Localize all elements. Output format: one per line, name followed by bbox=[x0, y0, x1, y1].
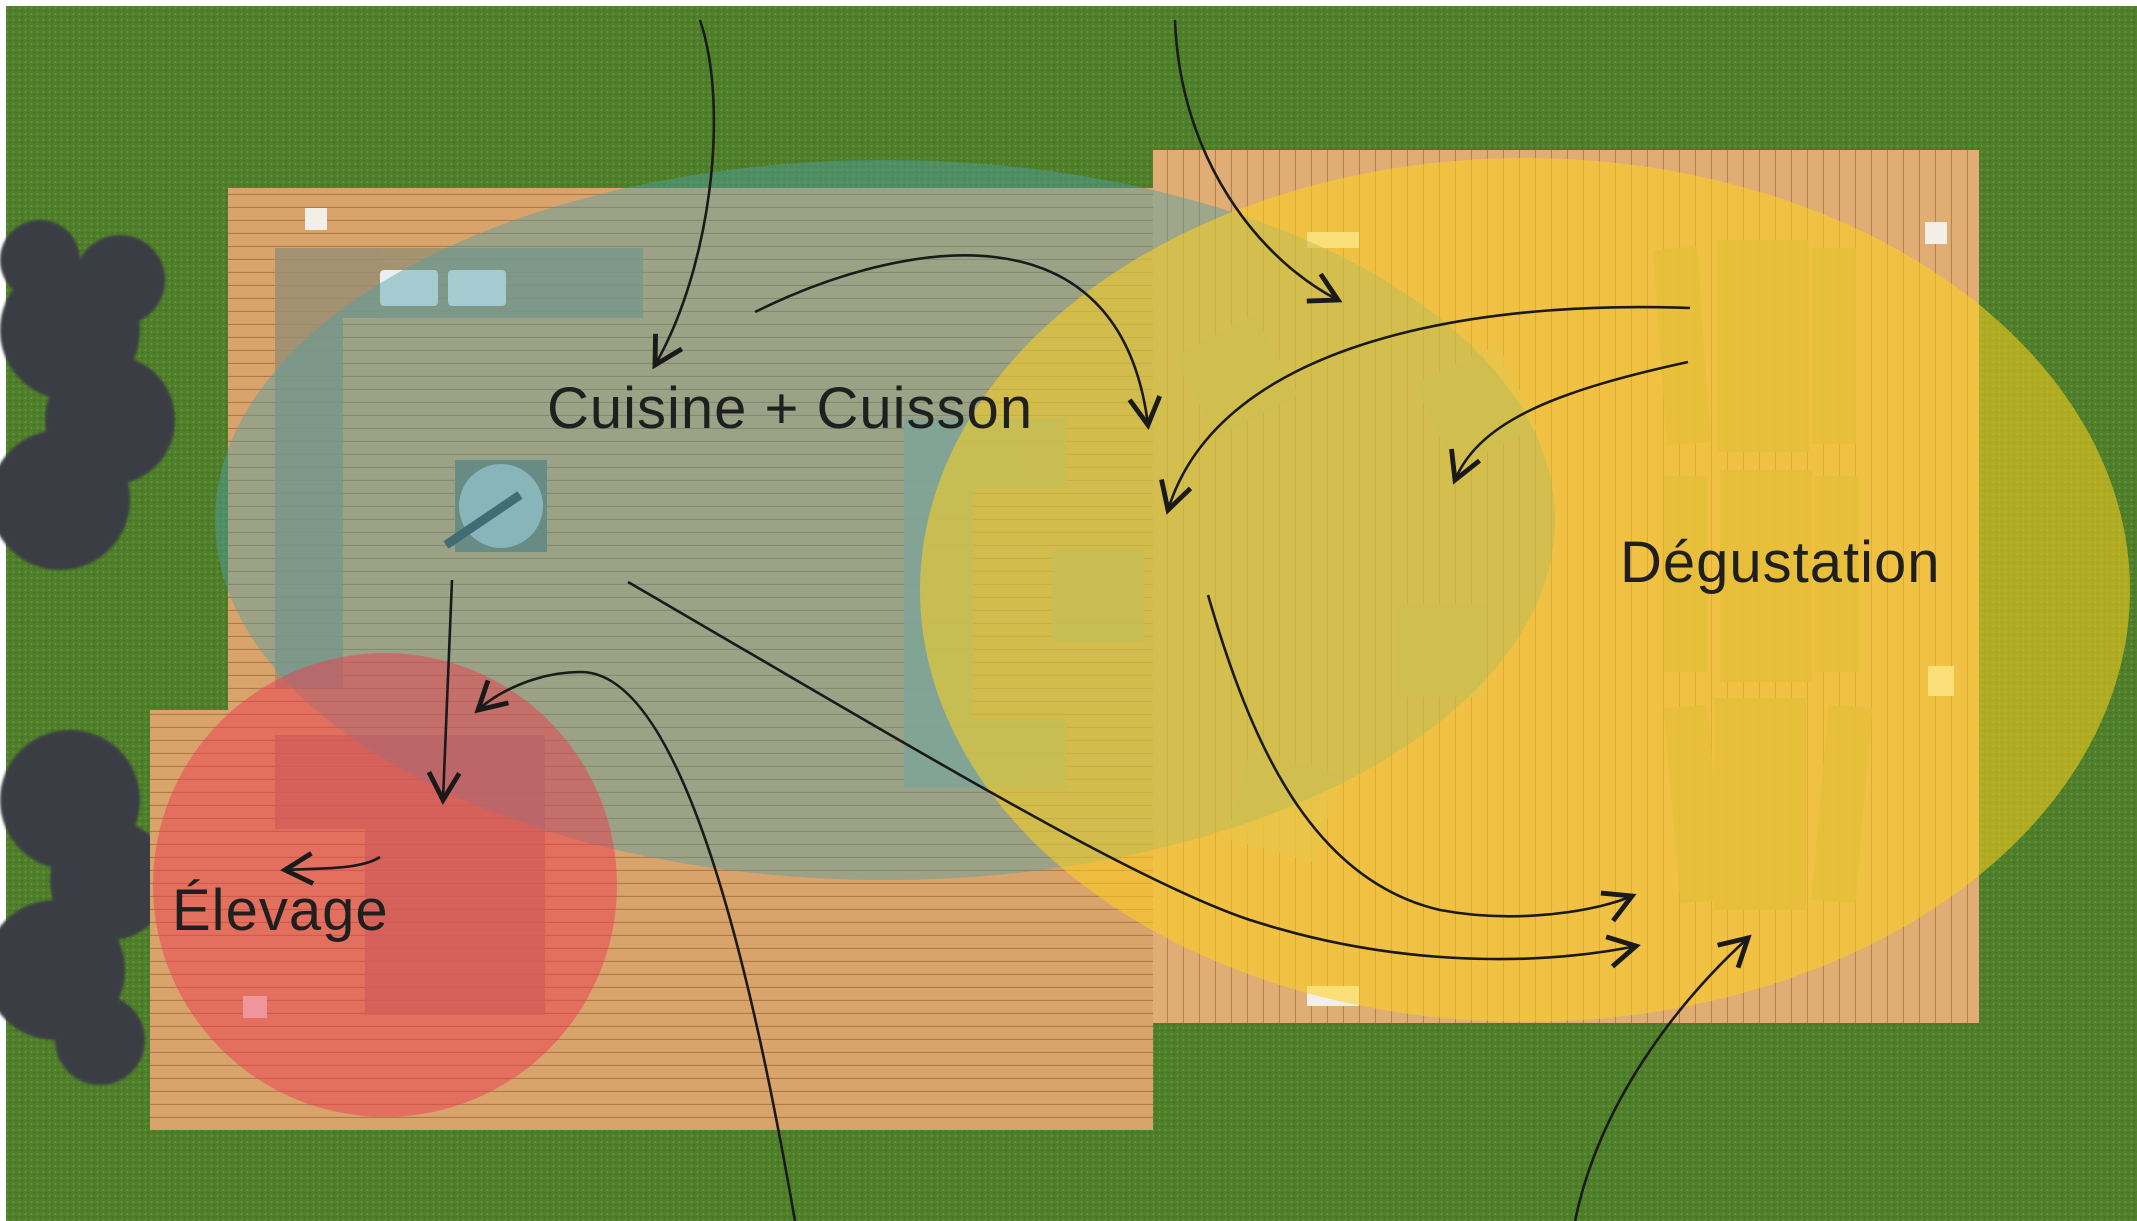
sink-icon bbox=[380, 270, 506, 306]
arrow-cuisine-to-lounge bbox=[754, 254, 1162, 430]
zone-label-degustation: Dégustation bbox=[1620, 530, 1941, 595]
zone-degustation-area bbox=[920, 158, 2130, 1022]
zone-label-cuisine: Cuisine + Cuisson bbox=[547, 376, 1033, 441]
tree-icon bbox=[0, 730, 170, 1085]
image-frame-top bbox=[0, 0, 2137, 6]
zone-elevage-area bbox=[153, 653, 617, 1117]
arrow-entry-to-degustation bbox=[1573, 934, 1752, 1221]
arrow-lounge-to-degustation bbox=[1206, 594, 1637, 923]
arrow-grill-to-elevage bbox=[426, 579, 462, 805]
arrow-elevage-label bbox=[280, 851, 381, 886]
arrow-table-to-lounge-right bbox=[1449, 360, 1689, 485]
grill-icon bbox=[443, 460, 547, 552]
tree-icon bbox=[0, 220, 175, 570]
arrow-entry-to-elevage bbox=[474, 670, 797, 1221]
flow-arrows bbox=[280, 19, 1752, 1221]
zone-label-elevage: Élevage bbox=[172, 878, 389, 943]
arrow-entry-to-cuisine bbox=[652, 19, 716, 370]
arrow-cuisine-to-degustation bbox=[627, 580, 1641, 969]
arrow-table-to-lounge-left bbox=[1159, 305, 1691, 515]
arrow-entry-to-lounge bbox=[1173, 19, 1343, 304]
image-frame-left bbox=[0, 0, 6, 1221]
